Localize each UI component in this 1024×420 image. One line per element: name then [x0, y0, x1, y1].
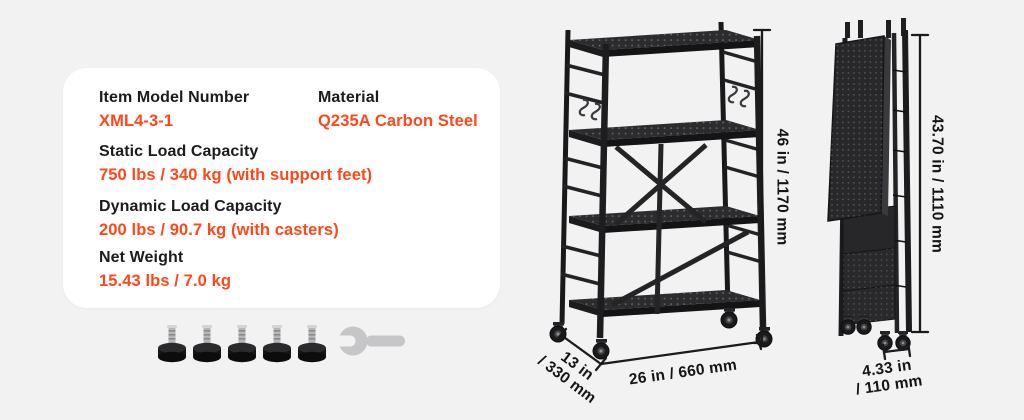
caster-icon: [840, 314, 911, 351]
shelf-unfolded-illustration: [549, 21, 773, 360]
accessory-icons: [158, 325, 405, 363]
spec-label: Item Model Number: [99, 89, 250, 106]
spec-dynamic-load: Dynamic Load Capacity 200 lbs / 90.7 kg …: [99, 197, 339, 240]
spec-value: Q235A Carbon Steel: [318, 112, 478, 130]
dim-height-unfolded: 46 in / 1170 mm: [773, 128, 791, 246]
spec-value: 15.43 lbs / 7.0 kg: [99, 272, 232, 290]
dim-height-folded: 43.70 in / 1110 mm: [928, 114, 946, 254]
spec-net-weight: Net Weight 15.43 lbs / 7.0 kg: [99, 248, 231, 291]
shelf-folded-illustration: [827, 18, 912, 351]
caster-icon: [549, 307, 773, 360]
spec-label: Dynamic Load Capacity: [99, 198, 282, 215]
spec-card: Item Model Number XML4-3-1 Material Q235…: [63, 68, 500, 308]
spec-material: Material Q235A Carbon Steel: [318, 88, 478, 131]
spec-label: Material: [318, 89, 380, 106]
spec-item-model-number: Item Model Number XML4-3-1: [99, 88, 249, 131]
wrench-icon: [327, 326, 405, 356]
spec-value: 200 lbs / 90.7 kg (with casters): [99, 221, 339, 239]
spec-label: Net Weight: [99, 249, 184, 266]
spec-value: XML4-3-1: [99, 112, 174, 130]
leveling-foot-icon: [158, 325, 326, 363]
s-hooks-icon: [578, 85, 750, 121]
spec-static-load: Static Load Capacity 750 lbs / 340 kg (w…: [99, 142, 372, 185]
spec-label: Static Load Capacity: [99, 143, 259, 160]
spec-value: 750 lbs / 340 kg (with support feet): [99, 166, 373, 184]
